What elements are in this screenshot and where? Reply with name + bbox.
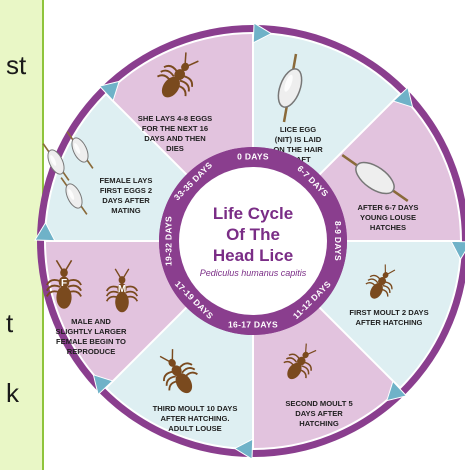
hatching-egg-icon	[341, 154, 409, 202]
stage-text-line: LICE EGG	[280, 125, 316, 134]
cycle-arrow-icon	[450, 240, 465, 261]
stage-text-line: ADULT LOUSE	[168, 424, 221, 433]
eggs-on-hair-icon	[42, 143, 70, 181]
cycle-arrow-icon	[92, 374, 114, 396]
center-disc	[179, 167, 327, 315]
stage-segment	[253, 33, 401, 175]
stage-text-line: REPRODUCE	[67, 347, 116, 356]
stage-text-line: DAYS AFTER	[102, 196, 150, 205]
cycle-arrow-icon	[252, 22, 273, 44]
stage-text-line: DAYS AND THEN	[144, 134, 205, 143]
stage-text-line: FIRST EGGS 2	[100, 186, 152, 195]
segment-divider	[318, 93, 401, 176]
stage-text-line: (NIT) IS LAID	[275, 135, 322, 144]
day-label: 19-32 DAYS	[163, 216, 173, 266]
nymph-louse-icon	[283, 343, 317, 380]
eggs-on-hair-icon	[66, 131, 94, 169]
cycle-arrow-icon	[386, 380, 408, 402]
side-panel-text: st	[6, 50, 27, 80]
stage-text-line: MATING	[111, 206, 140, 215]
stage-segment	[253, 307, 401, 449]
stage-segment	[319, 241, 461, 389]
stage-text-line: AFTER HATCHING	[356, 318, 423, 327]
title-line-3: Head Lice	[213, 246, 293, 265]
stage-text-line: FIRST MOULT 2 DAYS	[349, 308, 428, 317]
title-line-2: Of The	[226, 225, 280, 244]
stage-segment	[105, 33, 254, 175]
segment-divider	[318, 306, 401, 389]
stage-text-line: AFTER 6-7 DAYS	[358, 203, 419, 212]
day-label: 16-17 DAYS	[228, 319, 278, 329]
stage-text-line: FEMALE BEGIN TO	[56, 337, 126, 346]
stage-segment	[319, 93, 461, 242]
stage-text-line: FEMALE LAYS	[100, 176, 153, 185]
stage-text-line: HATCHING	[299, 419, 339, 428]
day-label: 8-9 DAYS	[333, 221, 343, 261]
stage-text-line: THIRD MOULT 10 DAYS	[153, 404, 238, 413]
stage-text-line: SLIGHTLY LARGER	[56, 327, 127, 336]
lice-egg-on-hair-icon	[277, 53, 303, 123]
cycle-arrow-icon	[34, 221, 56, 242]
stage-text-line: SHE LAYS 4-8 EGGS	[138, 114, 212, 123]
stage-text-line: SECOND MOULT 5	[285, 399, 353, 408]
stage-text-line: DAYS AFTER	[295, 409, 343, 418]
segment-divider	[105, 306, 188, 389]
adult-louse-icon	[159, 349, 198, 394]
day-label: 0 DAYS	[237, 151, 269, 161]
stage-segment	[45, 241, 187, 389]
eggs-on-hair-icon	[60, 177, 88, 215]
male-label: M	[118, 284, 126, 295]
stage-text-line: FOR THE NEXT 16	[142, 124, 208, 133]
stage-text-line: HATCHES	[370, 223, 406, 232]
stage-text-line: ON THE HAIR	[273, 145, 323, 154]
female-louse-icon	[46, 259, 82, 309]
stage-text-line: AFTER HATCHING.	[160, 414, 229, 423]
female-label: F	[61, 278, 67, 289]
nymph-louse-icon	[365, 264, 396, 299]
cycle-arrow-icon	[392, 86, 414, 108]
side-panel-text: t	[6, 308, 14, 338]
cycle-arrow-icon	[98, 80, 120, 102]
stage-text-line: YOUNG LOUSE	[360, 213, 416, 222]
title-line-1: Life Cycle	[213, 204, 293, 223]
segment-divider	[105, 93, 188, 176]
side-panel-text: k	[6, 378, 19, 408]
stage-text-line: MALE AND	[71, 317, 111, 326]
cycle-arrow-icon	[233, 438, 254, 460]
subtitle: Pediculus humanus capitis	[200, 268, 307, 278]
stage-text-line: DIES	[166, 144, 184, 153]
male-louse-icon	[105, 268, 139, 313]
adult-louse-icon	[157, 52, 199, 98]
